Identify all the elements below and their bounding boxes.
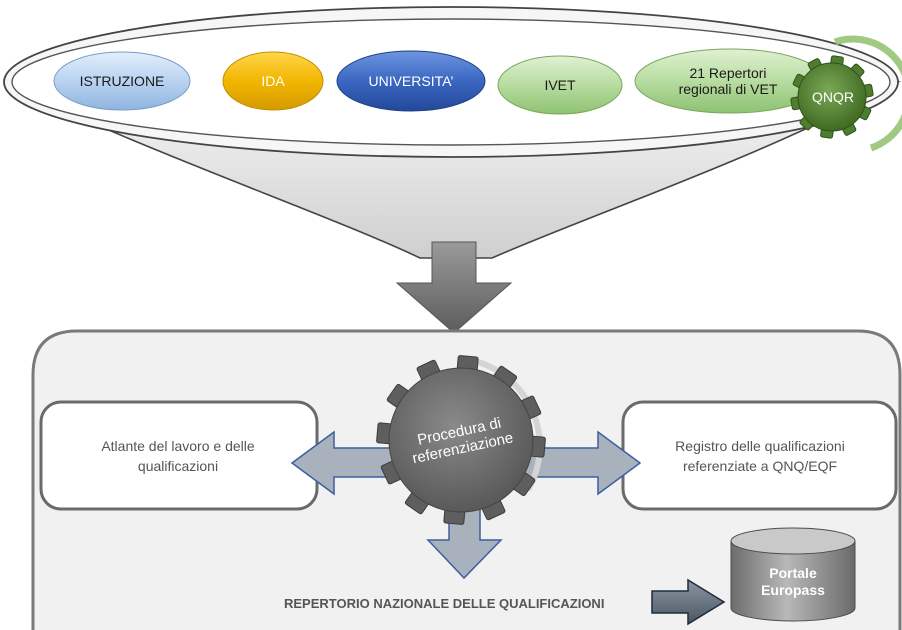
- qnqr-gear: [790, 35, 902, 152]
- pill-ida: [222, 51, 324, 111]
- funnel-down-arrow: [395, 241, 513, 334]
- pill-istruzione: [53, 51, 191, 111]
- funnel: [3, 6, 901, 259]
- qnqr-gear-arc: [833, 35, 902, 152]
- pill-ivet: [497, 55, 623, 115]
- cylinder-body: [730, 540, 856, 622]
- top-pills: [53, 48, 826, 115]
- referenziazione-gear: [376, 355, 546, 525]
- pill-universita: [336, 50, 486, 112]
- arrow-to-europass: [651, 578, 726, 626]
- atlante-box: [39, 400, 319, 511]
- registro-box: [621, 400, 898, 511]
- qnqr-gear-body: [797, 62, 867, 132]
- cylinder-top: [730, 527, 856, 555]
- europass-cylinder: [730, 527, 856, 622]
- gear-body: [388, 367, 534, 513]
